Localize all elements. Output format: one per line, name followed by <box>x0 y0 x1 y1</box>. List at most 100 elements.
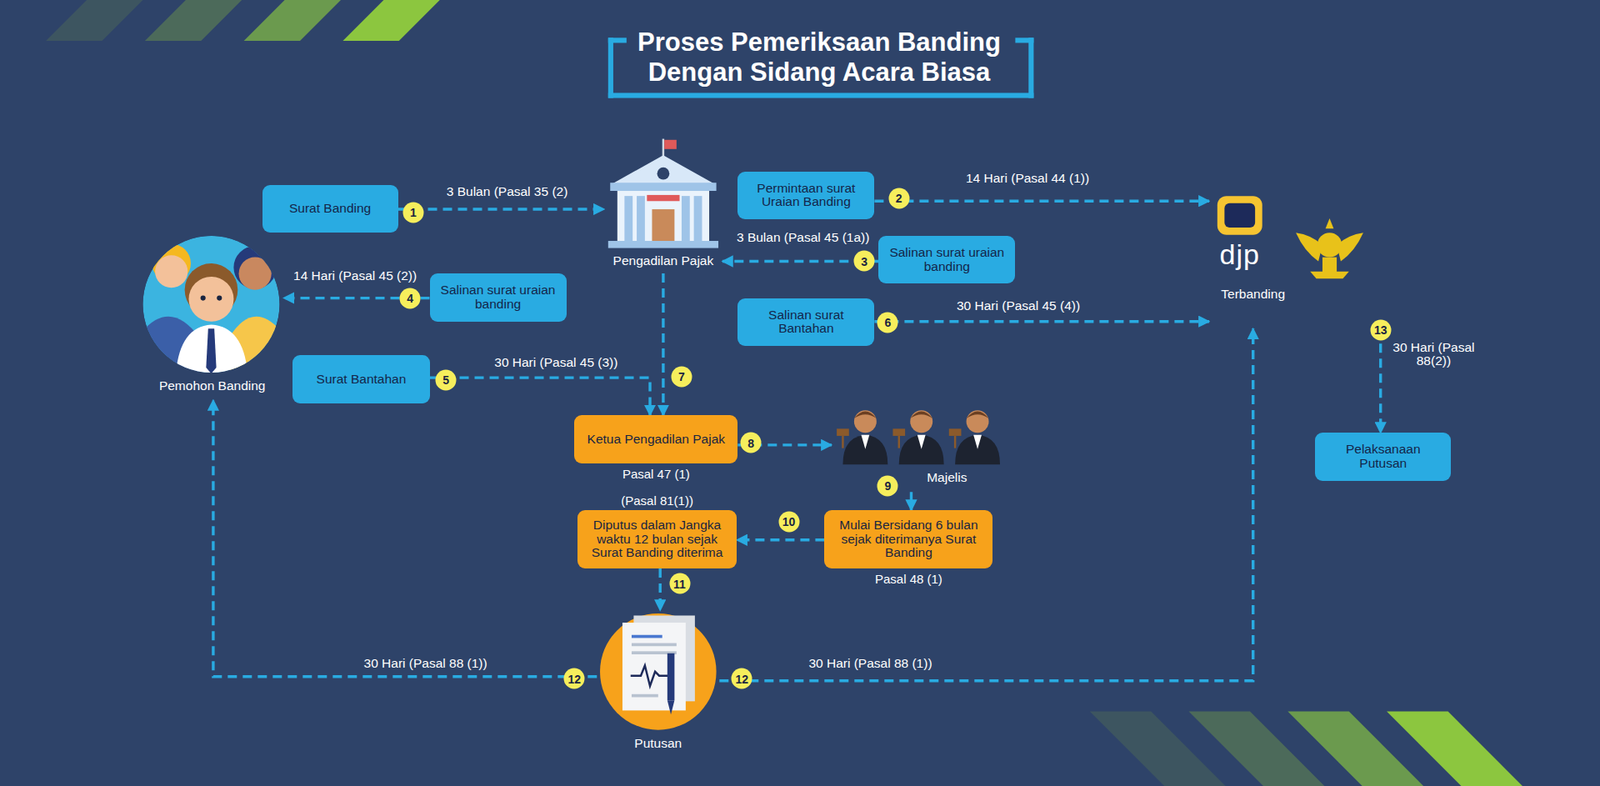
dashed-connector <box>659 568 662 610</box>
callout-number: 10 <box>778 510 800 532</box>
dashed-connector <box>430 377 651 415</box>
box-text: Surat Bantahan <box>316 372 407 387</box>
article-note: (Pasal 81(1)) <box>620 493 694 508</box>
decision-icon <box>631 635 663 639</box>
people-icon <box>239 257 272 290</box>
box-text: Pelaksanaan Putusan <box>1321 442 1445 470</box>
process-box: Surat Bantahan <box>292 355 430 404</box>
people-icon <box>155 255 188 288</box>
box-text: Salinan surat uraian banding <box>885 245 1009 274</box>
node-label: Terbanding <box>1209 286 1297 302</box>
people-icon <box>189 276 235 322</box>
process-box: Salinan surat uraian banding <box>430 273 567 322</box>
people-icon <box>205 328 216 374</box>
callout-number: 3 <box>854 250 875 272</box>
decision-icon <box>667 653 675 700</box>
judges-icon <box>949 428 962 436</box>
dashed-connector <box>874 199 1210 202</box>
process-box: Salinan surat uraian banding <box>878 235 1015 285</box>
edge-label: 30 Hari (Pasal 45 (4)) <box>956 298 1080 314</box>
deco-stripes <box>145 0 242 41</box>
judges-icon <box>898 435 900 449</box>
callout-number: 6 <box>877 311 899 333</box>
edge-label: 30 Hari (Pasal 88 (1)) <box>808 655 932 671</box>
judges-icon <box>892 428 905 436</box>
court-building <box>608 240 719 249</box>
people-icon <box>200 295 206 301</box>
title-bracket <box>1015 37 1034 43</box>
judges-icon <box>841 435 844 449</box>
court-building <box>624 195 633 241</box>
callout-number: 7 <box>670 365 692 387</box>
court-building <box>617 190 710 242</box>
decision-icon <box>631 643 677 647</box>
edge-label: 14 Hari (Pasal 44 (1)) <box>965 170 1090 186</box>
diagram-title: Proses Pemeriksaan Banding Dengan Sidang… <box>602 27 1036 89</box>
box-text: Diputus dalam Jangka waktu 12 bulan seja… <box>584 518 730 560</box>
decision-icon <box>667 700 675 715</box>
djp-logo <box>1217 195 1263 235</box>
deco-stripes <box>1386 711 1523 786</box>
title-bracket <box>608 37 614 98</box>
dashed-connector <box>1379 328 1382 433</box>
deco-stripes <box>342 0 440 41</box>
node-label: Pemohon Banding <box>140 378 284 394</box>
process-box: Mulai Bersidang 6 bulan sejak diterimany… <box>824 510 993 569</box>
box-text: Permintaan surat Uraian Banding <box>744 181 868 210</box>
box-text: Salinan surat Bantahan <box>744 308 868 336</box>
decision-icon <box>600 613 717 730</box>
callout-number: 4 <box>400 287 421 309</box>
title-bracket <box>1028 37 1034 98</box>
callout-number: 12 <box>564 668 585 690</box>
djp-logo <box>1224 203 1255 228</box>
judges-icon <box>854 410 990 433</box>
dashed-connector <box>874 320 1210 323</box>
box-text: Ketua Pengadilan Pajak <box>587 432 725 447</box>
judges-icon <box>842 435 888 465</box>
court-building <box>694 195 703 241</box>
court-building <box>681 195 690 241</box>
process-box: Diputus dalam Jangka waktu 12 bulan seja… <box>577 510 737 569</box>
emblem <box>1317 232 1342 257</box>
title-bracket <box>608 37 627 43</box>
callout-number: 12 <box>731 668 753 690</box>
icon-node: Pengadilan Pajak <box>604 135 723 275</box>
dashed-connector <box>719 328 1253 680</box>
court-building <box>608 139 719 249</box>
callout-number: 9 <box>877 475 899 496</box>
court-building <box>612 155 715 184</box>
people-icon <box>216 295 222 301</box>
court-building <box>636 195 645 241</box>
process-box: Ketua Pengadilan PajakPasal 47 (1) <box>574 415 738 464</box>
dashed-connector <box>736 538 825 541</box>
court-building <box>646 195 680 201</box>
box-text: Surat Banding <box>289 201 371 216</box>
deco-stripes <box>244 0 341 41</box>
decision-icon <box>600 613 717 730</box>
edge-label: 30 Hari (Pasal 88 (1)) <box>364 655 488 671</box>
emblem <box>1322 257 1337 275</box>
process-box: Permintaan surat Uraian Banding <box>737 171 875 220</box>
logo-text: djp <box>1220 237 1260 270</box>
judges-icon <box>910 410 933 433</box>
icon-node: Majelis <box>831 403 1010 493</box>
box-text: Mulai Bersidang 6 bulan sejak diterimany… <box>830 518 986 560</box>
judges-icon <box>954 435 956 449</box>
judges-icon <box>854 410 877 433</box>
dashed-connector <box>661 273 665 415</box>
callout-number: 11 <box>669 573 690 595</box>
judges-icon <box>955 435 1000 465</box>
decision-icon <box>630 665 669 685</box>
court-building <box>651 209 675 242</box>
court-building <box>657 167 670 180</box>
judges-icon <box>836 428 961 448</box>
djp-logo <box>1217 195 1263 235</box>
judges-icon <box>836 428 850 436</box>
deco-stripes <box>45 0 143 41</box>
box-text: Salinan surat uraian banding <box>436 283 560 311</box>
emblem <box>1295 218 1364 279</box>
judges-icon <box>860 435 870 450</box>
process-box: Pelaksanaan Putusan <box>1315 432 1451 481</box>
